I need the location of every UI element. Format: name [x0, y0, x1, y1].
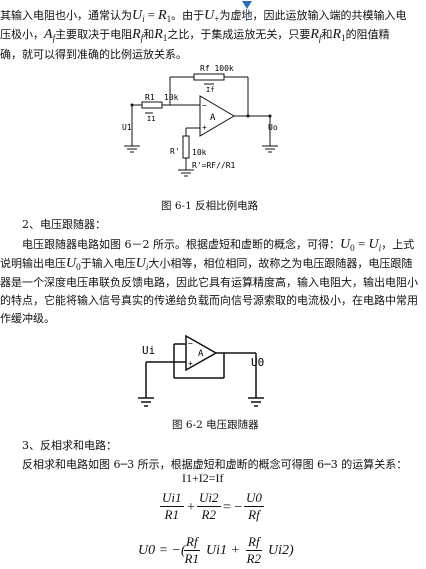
- section-2-line-3: 器是一个深度电压串联负反馈电路，因此它具有运算精度高，输入电阻大，输出电阻小: [0, 276, 418, 289]
- ground-symbol-input: [124, 145, 140, 153]
- fraction-ui1-r1: Ui1 R1: [160, 490, 184, 522]
- ui-label: Ui: [142, 344, 155, 357]
- equation-current-sum: I1+I2=If: [182, 471, 224, 485]
- op-amp-label: A: [210, 113, 216, 123]
- resistor-rf: [193, 73, 225, 81]
- figure-6-1-caption: 图 6-1 反相比例电路: [161, 200, 259, 212]
- section-3-heading: 3、反相求和电路：: [22, 439, 117, 452]
- op-amp-label: A: [198, 349, 204, 359]
- op-amp-triangle: [185, 334, 218, 372]
- fraction-u0-rf: U0 Rf: [244, 490, 264, 522]
- if-label: If: [206, 86, 214, 94]
- figure-6-2-voltage-follower: − + A Ui U0: [138, 334, 264, 407]
- u1-label: U1: [122, 123, 132, 132]
- rprime-note: R'=RF//R1: [192, 161, 236, 170]
- section-2-line-5: 作缓冲级。: [0, 312, 55, 325]
- fraction-rf-r1: Rf R1: [184, 534, 200, 566]
- r1-label: R1: [145, 93, 155, 102]
- resistor-r-prime: [182, 135, 190, 159]
- resistor-r1: [141, 101, 163, 109]
- op-amp-minus: −: [202, 101, 207, 110]
- section-3-line-1: 反相求和电路如图 6─3 所示，根据虚短和虚断的概念可得图 6─3 的运算关系：: [22, 458, 408, 471]
- section-2-line-4: 的特点，它能将输入信号真实的传递给负载而向信号源索取的电流极小，在电路中常用: [0, 294, 418, 307]
- fraction-rf-r2: Rf R2: [246, 534, 262, 566]
- ground-symbol-output: [262, 145, 278, 153]
- section-2-line-2: 说明输出电压U0于输入电压Ui大小相等，相位相同，故称之为电压跟随器，电压跟随: [0, 256, 413, 273]
- rprime-label: R': [170, 147, 180, 156]
- intro-line-2: 压极小，Af主要取决于电阻Rf和R1之比，于集成运放无关，只要Rf和R1的阻值精: [0, 27, 390, 44]
- op-amp-triangle: [199, 95, 235, 137]
- text-cursor-icon: [242, 1, 252, 9]
- op-amp-plus: +: [202, 123, 207, 132]
- section-2-line-1: 电压跟随器电路如图 6－2 所示。根据虚短和虚断的概念，可得：U0 = Ui，上…: [22, 236, 415, 254]
- figure-6-2-caption: 图 6-2 电压跟随器: [172, 419, 259, 431]
- i1-label: I1: [147, 115, 155, 123]
- ground-symbol-output: [248, 397, 264, 407]
- ground-symbol-rprime: [178, 169, 194, 177]
- rprime-value: 10k: [192, 148, 207, 157]
- ground-symbol-input: [138, 397, 154, 407]
- uo-label: Uo: [268, 123, 278, 132]
- uo-label: U0: [251, 356, 264, 369]
- text-cursor-bar: [246, 9, 247, 21]
- fraction-ui2-r2: Ui2 R2: [197, 490, 221, 522]
- op-amp-plus: +: [188, 359, 193, 368]
- section-2-heading: 2、电压跟随器：: [22, 218, 106, 231]
- rf-label: Rf 100k: [200, 64, 234, 73]
- r1-value: 10k: [164, 93, 179, 102]
- figure-6-1-inverting-amplifier: Rf 100k If R1 10k I1 − + A Uo U1 R' 10k …: [122, 64, 278, 177]
- intro-line-3: 确，就可以得到准确的比例运放关系。: [0, 48, 187, 61]
- intro-line-1: 其输入电阻也小，通常认为Ui=R1。由于U+为虚地，因此运放输入端的共模输入电: [0, 7, 407, 25]
- op-amp-minus: −: [188, 339, 193, 348]
